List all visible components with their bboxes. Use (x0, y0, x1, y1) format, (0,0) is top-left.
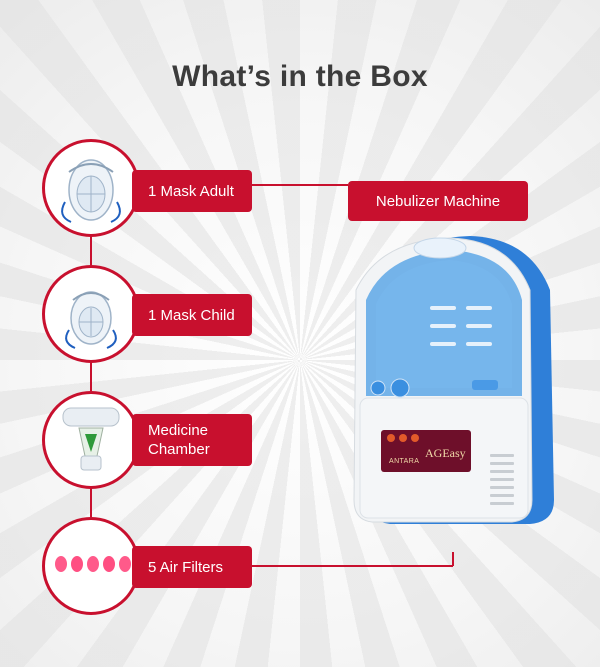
page-title: What’s in the Box (172, 60, 428, 93)
medicine-chamber-icon (62, 407, 120, 471)
indicator-light-icon (399, 434, 407, 442)
mask-child-icon (65, 291, 117, 349)
medicine-chamber-thumbnail (42, 391, 140, 489)
mask-adult-label: 1 Mask Adult (132, 170, 252, 212)
nebulizer-machine-label: Nebulizer Machine (348, 181, 528, 221)
air-filters-icon (55, 556, 131, 572)
indicator-light-icon (387, 434, 395, 442)
nebulizer-machine-illustration (353, 236, 554, 524)
mask-child-thumbnail (42, 265, 140, 363)
machine-brand-panel: ANTARA AGEasy (381, 430, 471, 472)
mask-adult-icon (61, 159, 121, 223)
mask-adult-thumbnail (42, 139, 140, 237)
medicine-chamber-label: Medicine Chamber (132, 414, 252, 466)
medicine-chamber-label-text: Medicine Chamber (148, 422, 210, 458)
air-filters-label: 5 Air Filters (132, 546, 252, 588)
air-filters-thumbnail (42, 517, 140, 615)
indicator-lights (387, 434, 465, 442)
indicator-light-icon (411, 434, 419, 442)
mask-child-label: 1 Mask Child (132, 294, 252, 336)
brand-antara-text: ANTARA (389, 458, 420, 465)
brand-ageasy-text: AGEasy (425, 446, 466, 460)
